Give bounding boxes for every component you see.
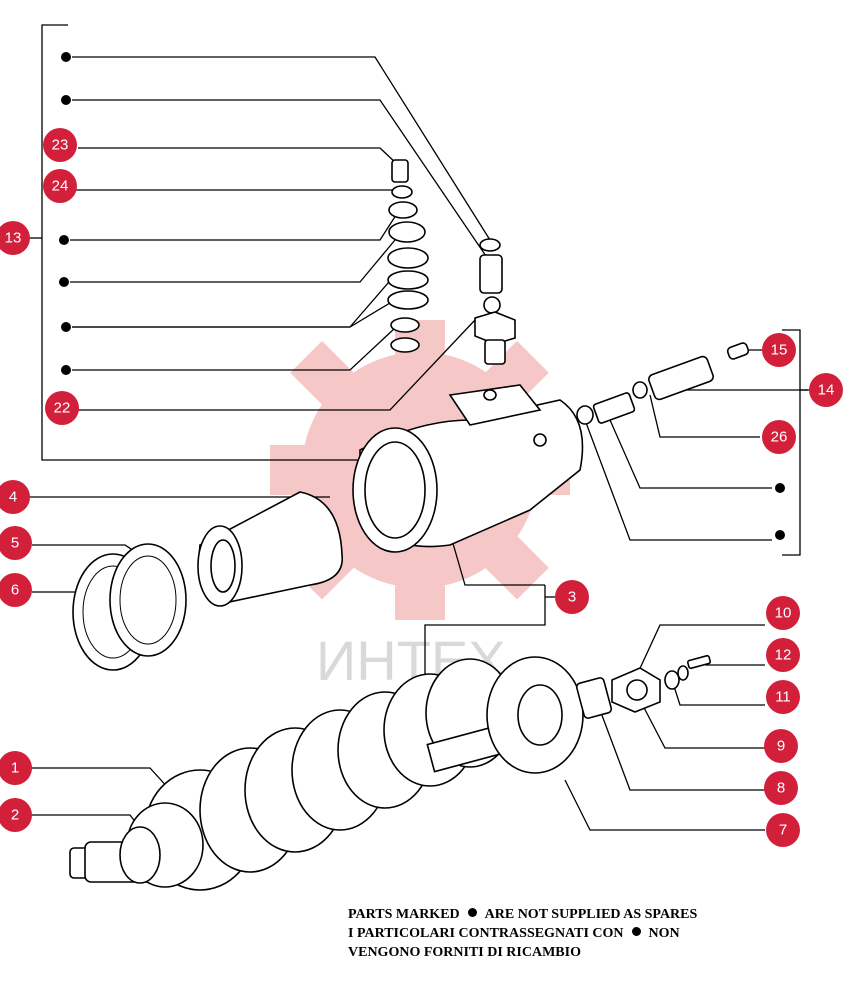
svg-text:12: 12 — [775, 647, 792, 664]
svg-text:13: 13 — [5, 230, 22, 247]
callout-2: 2 — [0, 798, 32, 832]
marker-dot — [61, 365, 71, 375]
callout-23: 23 — [43, 128, 77, 162]
svg-text:5: 5 — [11, 535, 19, 552]
svg-text:9: 9 — [777, 738, 785, 755]
callout-4: 4 — [0, 480, 30, 514]
svg-text:2: 2 — [11, 807, 19, 824]
right-valve — [576, 342, 750, 425]
svg-text:23: 23 — [52, 137, 69, 154]
svg-text:3: 3 — [568, 589, 576, 606]
not-supplied-markers — [59, 52, 785, 540]
callout-15: 15 — [762, 333, 796, 367]
callout-6: 6 — [0, 573, 32, 607]
callout-10: 10 — [766, 596, 800, 630]
callout-7: 7 — [766, 813, 800, 847]
svg-text:22: 22 — [54, 400, 71, 417]
marker-dot — [775, 530, 785, 540]
svg-text:10: 10 — [775, 605, 792, 622]
marker-dot — [775, 483, 785, 493]
cylinder-parts — [72, 491, 343, 671]
svg-text:24: 24 — [52, 178, 69, 195]
callout-11: 11 — [766, 680, 800, 714]
marker-dot — [59, 277, 69, 287]
marker-dot — [59, 235, 69, 245]
marker-dot — [61, 95, 71, 105]
callout-5: 5 — [0, 526, 32, 560]
callout-9: 9 — [764, 729, 798, 763]
callout-26: 26 — [762, 420, 796, 454]
callout-14: 14 — [809, 373, 843, 407]
svg-text:15: 15 — [771, 342, 788, 359]
svg-text:11: 11 — [775, 689, 791, 706]
leader-lines — [28, 56, 808, 831]
marker-dot — [61, 52, 71, 62]
top-stack — [387, 159, 516, 365]
callout-22: 22 — [45, 391, 79, 425]
callout-1: 1 — [0, 751, 32, 785]
svg-text:6: 6 — [11, 582, 19, 599]
svg-text:14: 14 — [818, 382, 835, 399]
callout-13: 13 — [0, 221, 30, 255]
spring-assembly — [69, 656, 584, 891]
callout-12: 12 — [766, 638, 800, 672]
callout-24: 24 — [43, 169, 77, 203]
bullet-dot-icon — [631, 927, 641, 936]
svg-text:4: 4 — [9, 489, 17, 506]
marker-dot — [61, 322, 71, 332]
callout-3: 3 — [555, 580, 589, 614]
svg-text:1: 1 — [11, 760, 19, 777]
callout-8: 8 — [764, 771, 798, 805]
bullet-dot-icon — [467, 908, 477, 917]
nut-parts — [575, 654, 712, 719]
svg-text:8: 8 — [777, 780, 785, 797]
svg-text:7: 7 — [779, 822, 787, 839]
note-line-3: VENGONO FORNITI DI RICAMBIO — [348, 945, 581, 960]
valve-body — [352, 384, 584, 553]
svg-text:26: 26 — [771, 429, 788, 446]
